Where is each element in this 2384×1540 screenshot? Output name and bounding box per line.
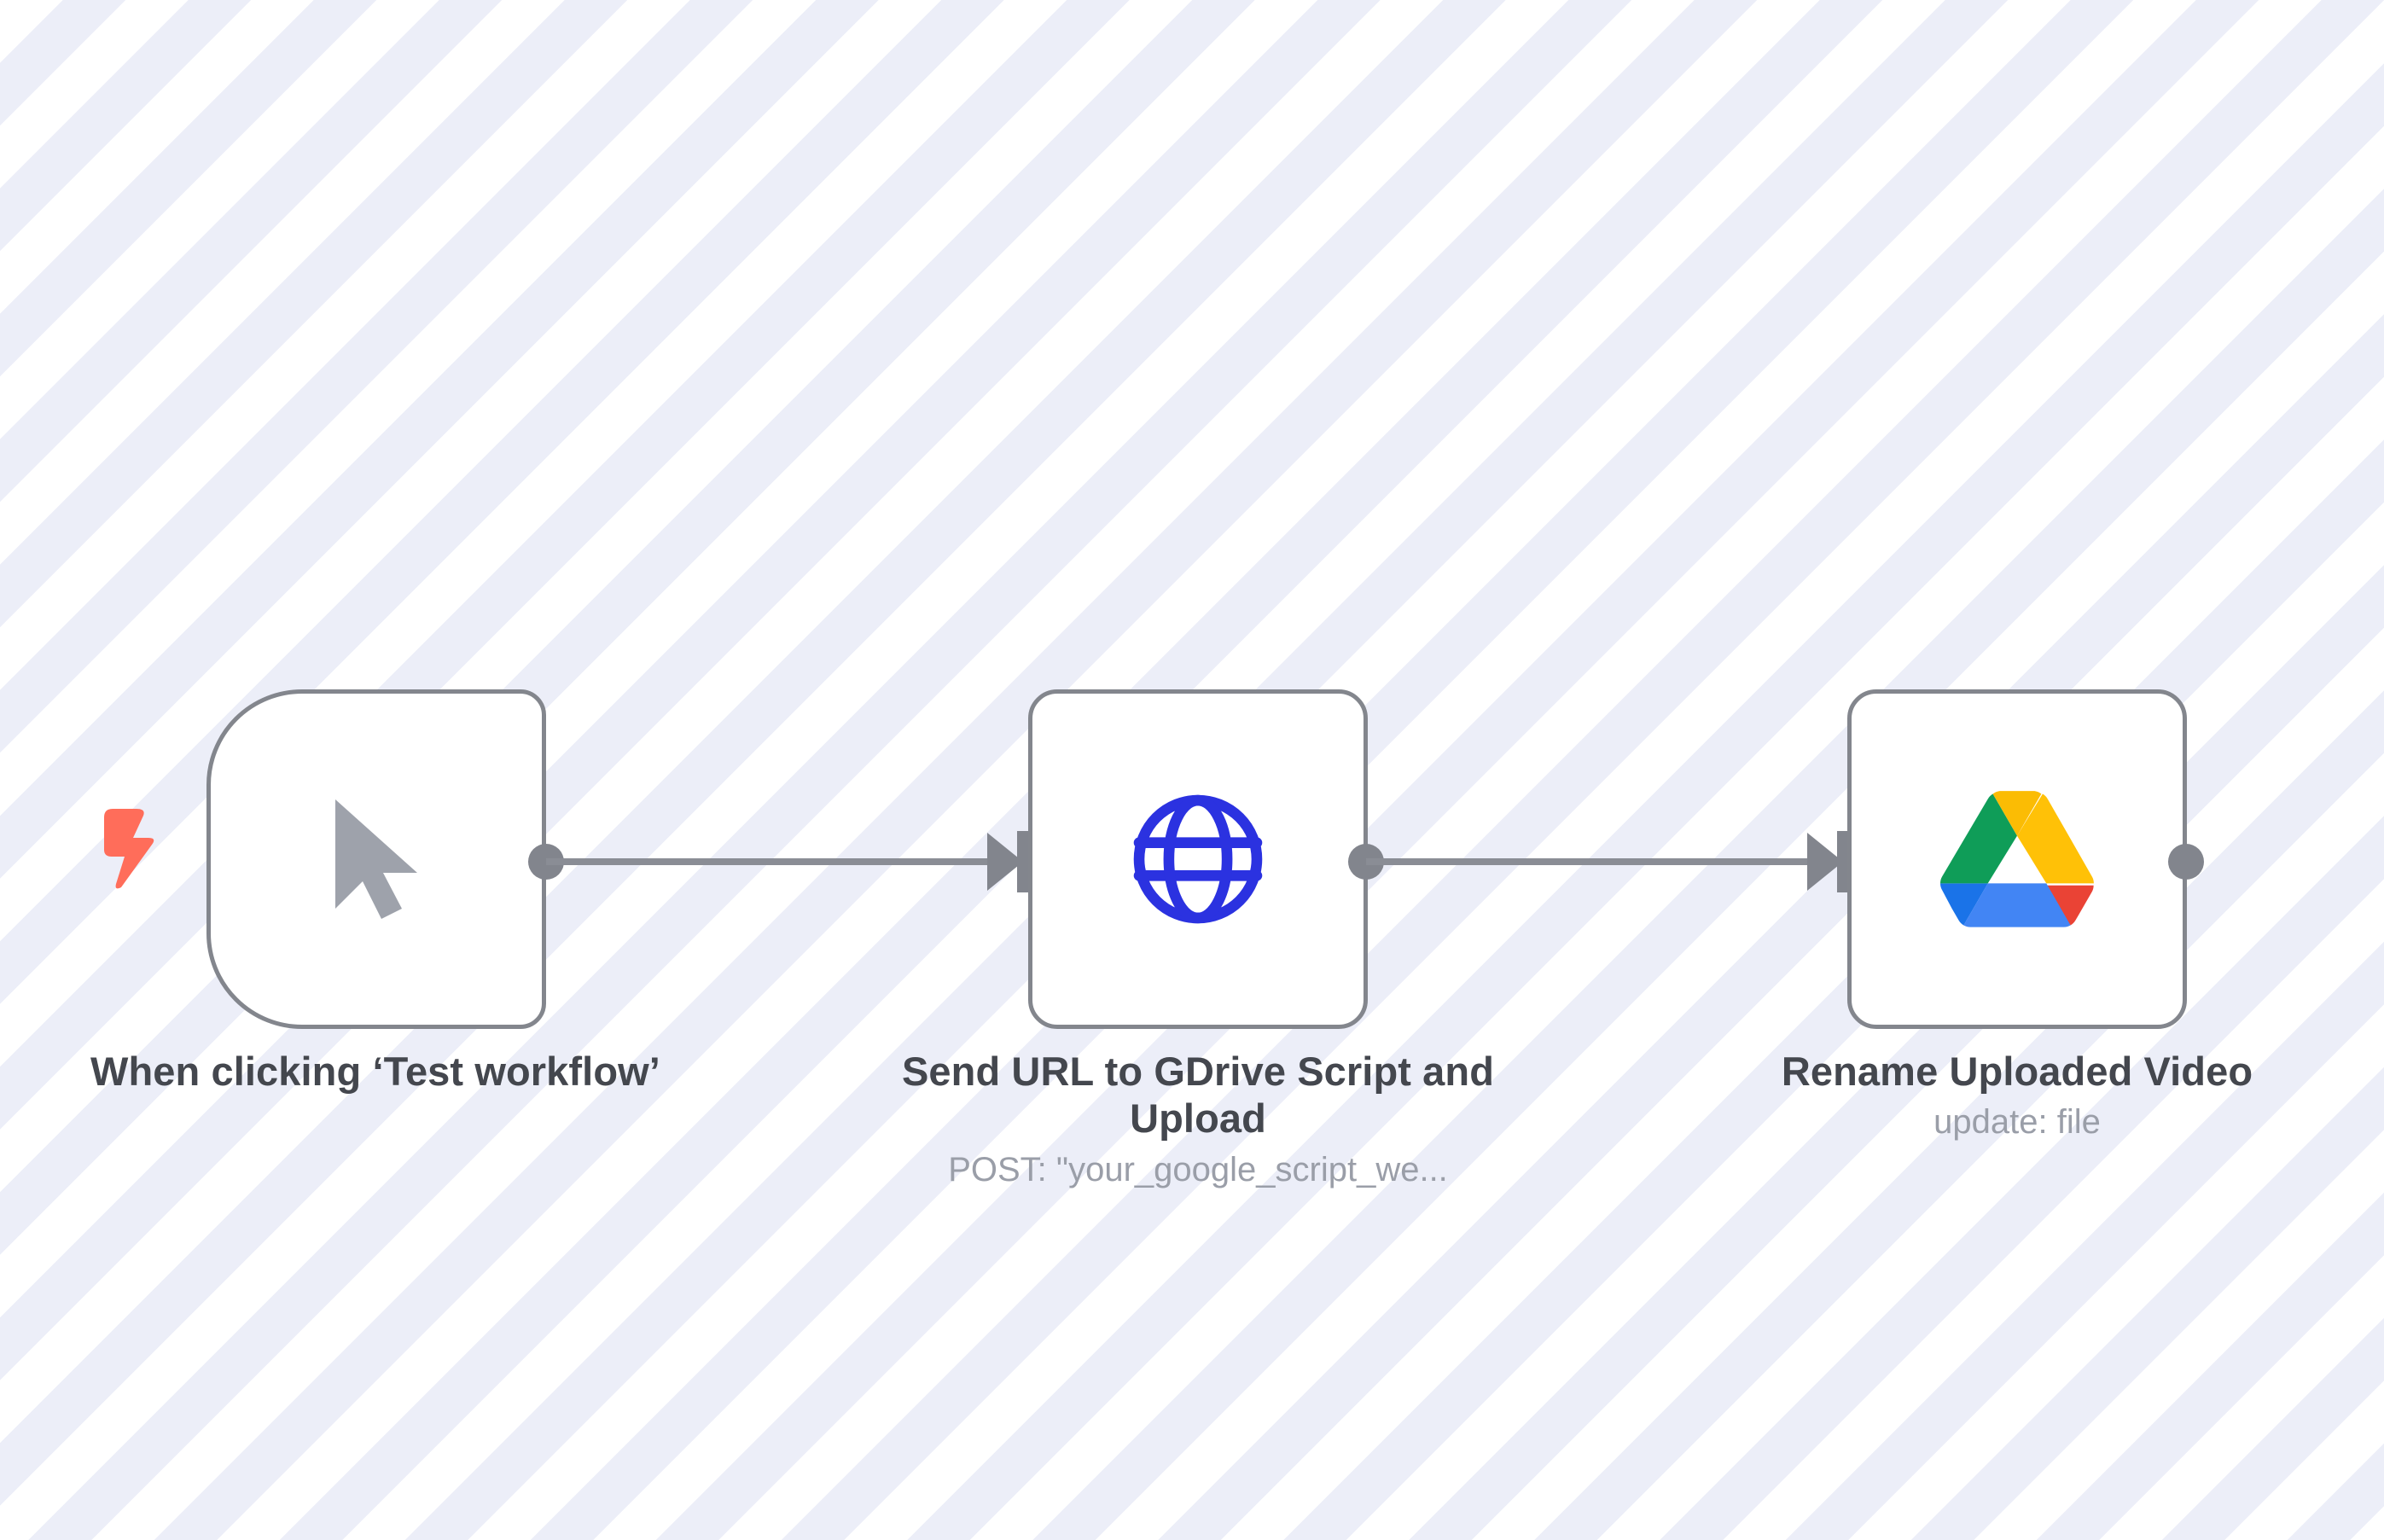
connection-http-to-gdrive[interactable] <box>1366 858 1819 865</box>
node-title-google-drive: Rename Uploaded Video <box>1781 1049 2253 1094</box>
lightning-bolt-icon <box>101 809 160 891</box>
connection-trigger-to-http[interactable] <box>546 858 998 865</box>
node-subtitle-google-drive: update: file <box>1933 1103 2101 1142</box>
google-drive-icon <box>1940 790 2094 928</box>
node-title-manual-trigger: When clicking ‘Test workflow’ <box>90 1049 660 1094</box>
node-labels-manual-trigger: When clicking ‘Test workflow’ <box>34 1048 717 1095</box>
node-http-request[interactable] <box>1028 689 1368 1029</box>
node-title-http-request: Send URL to GDrive Script and Upload <box>901 1049 1495 1142</box>
node-labels-http-request: Send URL to GDrive Script and Upload POS… <box>857 1048 1539 1190</box>
node-subtitle-http-request: POST: "your_google_script_we... <box>948 1150 1448 1188</box>
output-endpoint-google-drive[interactable] <box>2168 844 2204 880</box>
node-manual-trigger[interactable] <box>206 689 546 1029</box>
globe-icon <box>1122 783 1274 935</box>
node-google-drive[interactable] <box>1847 689 2187 1029</box>
cursor-pointer-icon <box>325 796 427 922</box>
node-labels-google-drive: Rename Uploaded Video update: file <box>1676 1048 2358 1142</box>
